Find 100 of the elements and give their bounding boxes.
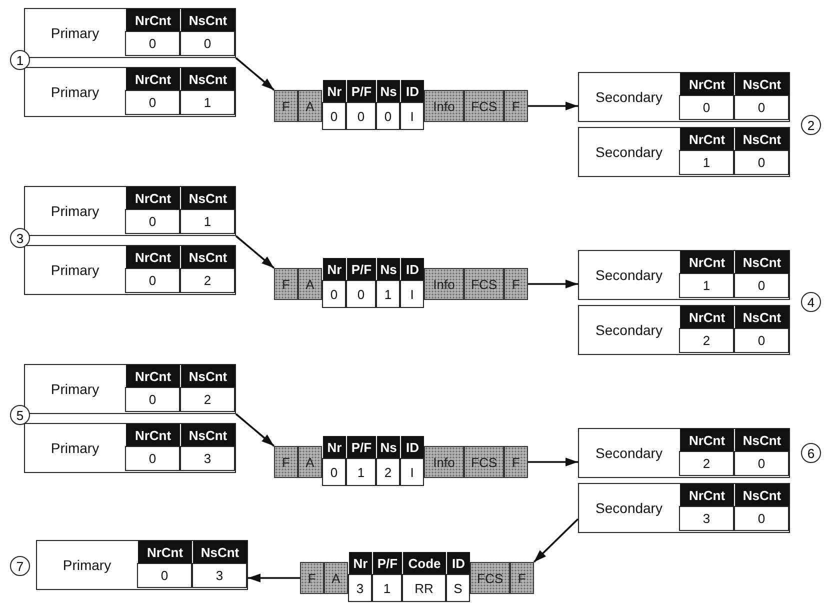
column-header: NsCnt [192,541,247,563]
field-value: 0 [322,102,346,130]
frame-field: Info [424,268,464,300]
station-name: Secondary [594,142,664,162]
station-name: Secondary [594,498,664,518]
arrow [528,102,578,110]
frame-field: F [274,90,298,122]
station-name: Secondary [594,320,664,340]
frame-field: A [324,562,348,594]
field-value: 1 [376,280,400,308]
counter-value: 0 [734,328,789,353]
station-state-box [24,67,236,117]
arrow [528,280,578,288]
station-name: Primary [50,438,100,458]
counter-value: 1 [180,209,235,234]
frame-field: A [298,268,322,300]
field-value: 0 [322,280,346,308]
callout-number: 2 [801,115,821,135]
station-state-box [36,540,248,590]
counter-value: 0 [125,90,180,115]
station-state-box [578,483,790,533]
station-state-box [24,186,236,236]
frame-format [300,552,534,602]
field-value: 1 [346,458,376,486]
station-state-box [24,364,236,414]
field-header: P/F [346,80,376,102]
frame-field: A [298,446,322,478]
station-name: Secondary [594,266,664,285]
column-header: NsCnt [180,365,235,387]
station-state-box [578,428,790,478]
column-header: NsCnt [180,9,235,31]
field-header: P/F [346,258,376,280]
field-value: I [400,458,424,486]
column-header: NrCnt [679,251,734,273]
frame-field: FCS [464,268,504,300]
field-header: P/F [372,552,402,574]
column-header: NsCnt [180,187,235,209]
frame-field: F [300,562,324,594]
column-header: NsCnt [180,246,235,268]
frame-field: F [510,562,534,594]
callout-number: 5 [10,405,30,425]
column-header: NrCnt [125,246,180,268]
field-header: ID [400,436,424,458]
frame-field: F [504,90,528,122]
column-header: NsCnt [734,306,789,328]
station-state-box [24,423,236,473]
arrow [235,57,275,91]
station-state-box [578,72,790,122]
column-header: NrCnt [125,424,180,446]
counter-value: 2 [180,268,235,293]
callout-number: 6 [801,443,821,463]
field-value: I [400,280,424,308]
counter-value: 0 [679,95,734,120]
field-value: RR [402,574,446,602]
field-value: I [400,102,424,130]
arrow [248,574,300,582]
field-value: S [446,574,470,602]
counter-value: 0 [734,506,789,531]
frame-field: F [504,446,528,478]
counter-value: 2 [180,387,235,412]
station-state-box [24,245,236,295]
counter-value: 0 [734,273,789,298]
column-header: NrCnt [679,306,734,328]
column-header: NrCnt [679,73,734,95]
field-header: ID [400,80,424,102]
column-header: NrCnt [125,187,180,209]
counter-value: 3 [679,506,734,531]
field-header: Ns [376,436,400,458]
counter-value: 0 [125,446,180,471]
counter-value: 0 [137,563,192,588]
field-header: Nr [322,80,346,102]
column-header: NsCnt [180,68,235,90]
field-header: Code [402,552,446,574]
frame-format [274,80,528,130]
counter-value: 0 [125,209,180,234]
frame-field: A [298,90,322,122]
counter-value: 0 [734,150,789,175]
arrow [528,458,578,466]
arrow [235,235,275,269]
column-header: NsCnt [734,429,789,451]
counter-value: 0 [734,451,789,476]
station-name: Secondary [594,88,664,107]
callout-number: 3 [10,228,30,248]
field-header: Nr [322,436,346,458]
column-header: NrCnt [137,541,192,563]
field-header: Nr [322,258,346,280]
counter-value: 1 [679,150,734,175]
station-name: Primary [62,556,112,575]
column-header: NrCnt [679,484,734,506]
column-header: NsCnt [734,251,789,273]
station-name: Primary [50,380,100,399]
column-header: NrCnt [125,68,180,90]
field-header: P/F [346,436,376,458]
column-header: NsCnt [734,128,789,150]
field-value: 0 [376,102,400,130]
station-name: Primary [50,24,100,43]
column-header: NrCnt [679,128,734,150]
counter-value: 3 [192,563,247,588]
frame-field: FCS [464,90,504,122]
frame-field: FCS [470,562,510,594]
